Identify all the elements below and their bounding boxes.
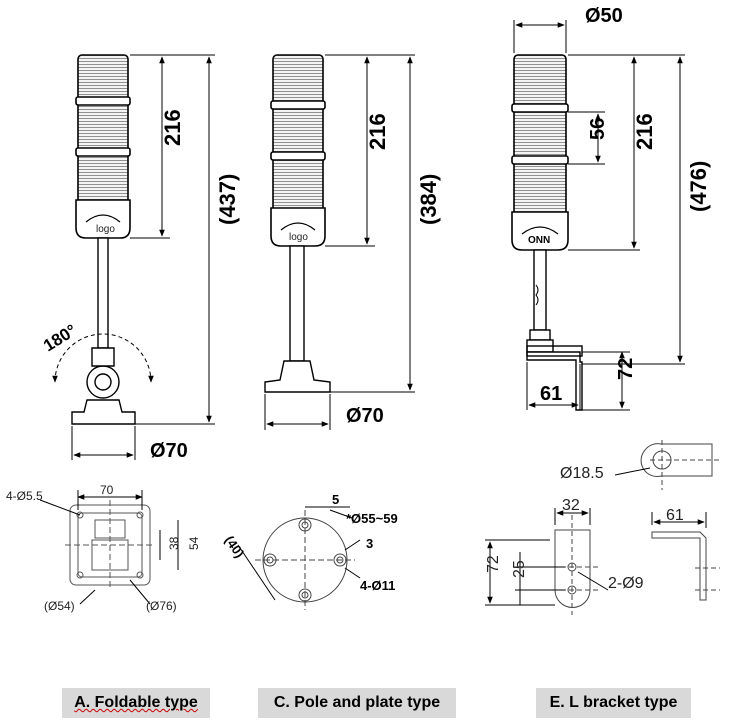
l-bracket-detail-side-label: 61 xyxy=(666,507,684,524)
foldable-base-outer-label: 54 xyxy=(187,536,201,550)
caption-foldable: A. Foldable type xyxy=(62,688,210,718)
pole-plate-logo: logo xyxy=(289,232,308,243)
foldable-angle-label: 180° xyxy=(40,321,80,356)
foldable-view: logo 180° 216 (437) Ø70 xyxy=(6,54,240,613)
l-bracket-total-label: (476) xyxy=(686,161,711,212)
l-bracket-detail-side xyxy=(651,531,720,601)
caption-foldable-text: A. Foldable type xyxy=(74,694,198,711)
foldable-logo: logo xyxy=(96,224,115,235)
l-bracket-bracket-height-label: 72 xyxy=(615,358,637,380)
l-bracket-detail-hole-label: Ø18.5 xyxy=(560,465,604,482)
foldable-total-label: (437) xyxy=(215,174,240,225)
foldable-pole xyxy=(71,237,136,425)
l-bracket-segment-label: 56 xyxy=(587,118,609,140)
pole-plate-range-label: *Ø55~59 xyxy=(346,511,398,526)
pole-plate-plan xyxy=(255,510,355,610)
l-bracket-diameter-label: Ø50 xyxy=(585,5,623,27)
l-bracket-view: ONN Ø50 56 xyxy=(485,5,720,615)
pole-plate-pole xyxy=(264,245,331,393)
foldable-base-plan xyxy=(65,500,155,590)
foldable-rotation-arc xyxy=(52,333,154,383)
l-bracket-detail-holes-label: 2-Ø9 xyxy=(608,575,644,592)
foldable-lamp-stack xyxy=(75,54,131,239)
l-bracket-detail-front xyxy=(545,515,600,615)
foldable-dimension-lines xyxy=(71,54,215,460)
l-bracket-height-label: 216 xyxy=(632,113,657,150)
pole-plate-offset-label: 5 xyxy=(332,492,339,507)
l-bracket-width-label: 61 xyxy=(540,383,562,405)
foldable-base-width-label: 70 xyxy=(100,483,114,497)
pole-plate-height-label: 216 xyxy=(365,113,390,150)
pole-plate-dimension-lines xyxy=(264,54,415,430)
pole-plate-diameter-label: Ø70 xyxy=(346,405,384,427)
l-bracket-detail-width-label: 32 xyxy=(562,497,580,514)
caption-pole-plate: C. Pole and plate type xyxy=(258,688,456,718)
foldable-base-inner-label: 38 xyxy=(167,536,181,550)
foldable-base-d76-label: (Ø76) xyxy=(146,599,177,613)
l-bracket-detail-side-dimensions xyxy=(651,512,707,528)
l-bracket-logo: ONN xyxy=(528,235,550,246)
foldable-base-dimensions xyxy=(39,490,179,605)
foldable-height-label: 216 xyxy=(160,109,185,146)
l-bracket-dimension-lines xyxy=(513,20,685,411)
l-bracket-detail-front-dimensions xyxy=(485,508,609,606)
pole-plate-lamp-stack xyxy=(270,54,326,247)
pole-plate-view: logo 216 (384) Ø70 xyxy=(222,54,441,610)
foldable-diameter-label: Ø70 xyxy=(150,440,188,462)
foldable-base-hole-label: 4-Ø5.5 xyxy=(6,489,43,503)
l-bracket-lamp-stack xyxy=(511,54,569,251)
foldable-base-d54-label: (Ø54) xyxy=(44,599,75,613)
pole-plate-hole-label: 4-Ø11 xyxy=(360,578,395,593)
pole-plate-total-label: (384) xyxy=(416,174,441,225)
l-bracket-detail-top xyxy=(614,440,720,490)
caption-l-bracket: E. L bracket type xyxy=(536,688,691,718)
pole-plate-gap-label: 3 xyxy=(366,536,373,551)
l-bracket-detail-height-label: 72 xyxy=(485,555,502,573)
l-bracket-detail-inner-label: 25 xyxy=(511,560,528,578)
pole-plate-plan-dimensions xyxy=(237,506,361,601)
pole-plate-pcd-label: (40) xyxy=(222,533,248,561)
